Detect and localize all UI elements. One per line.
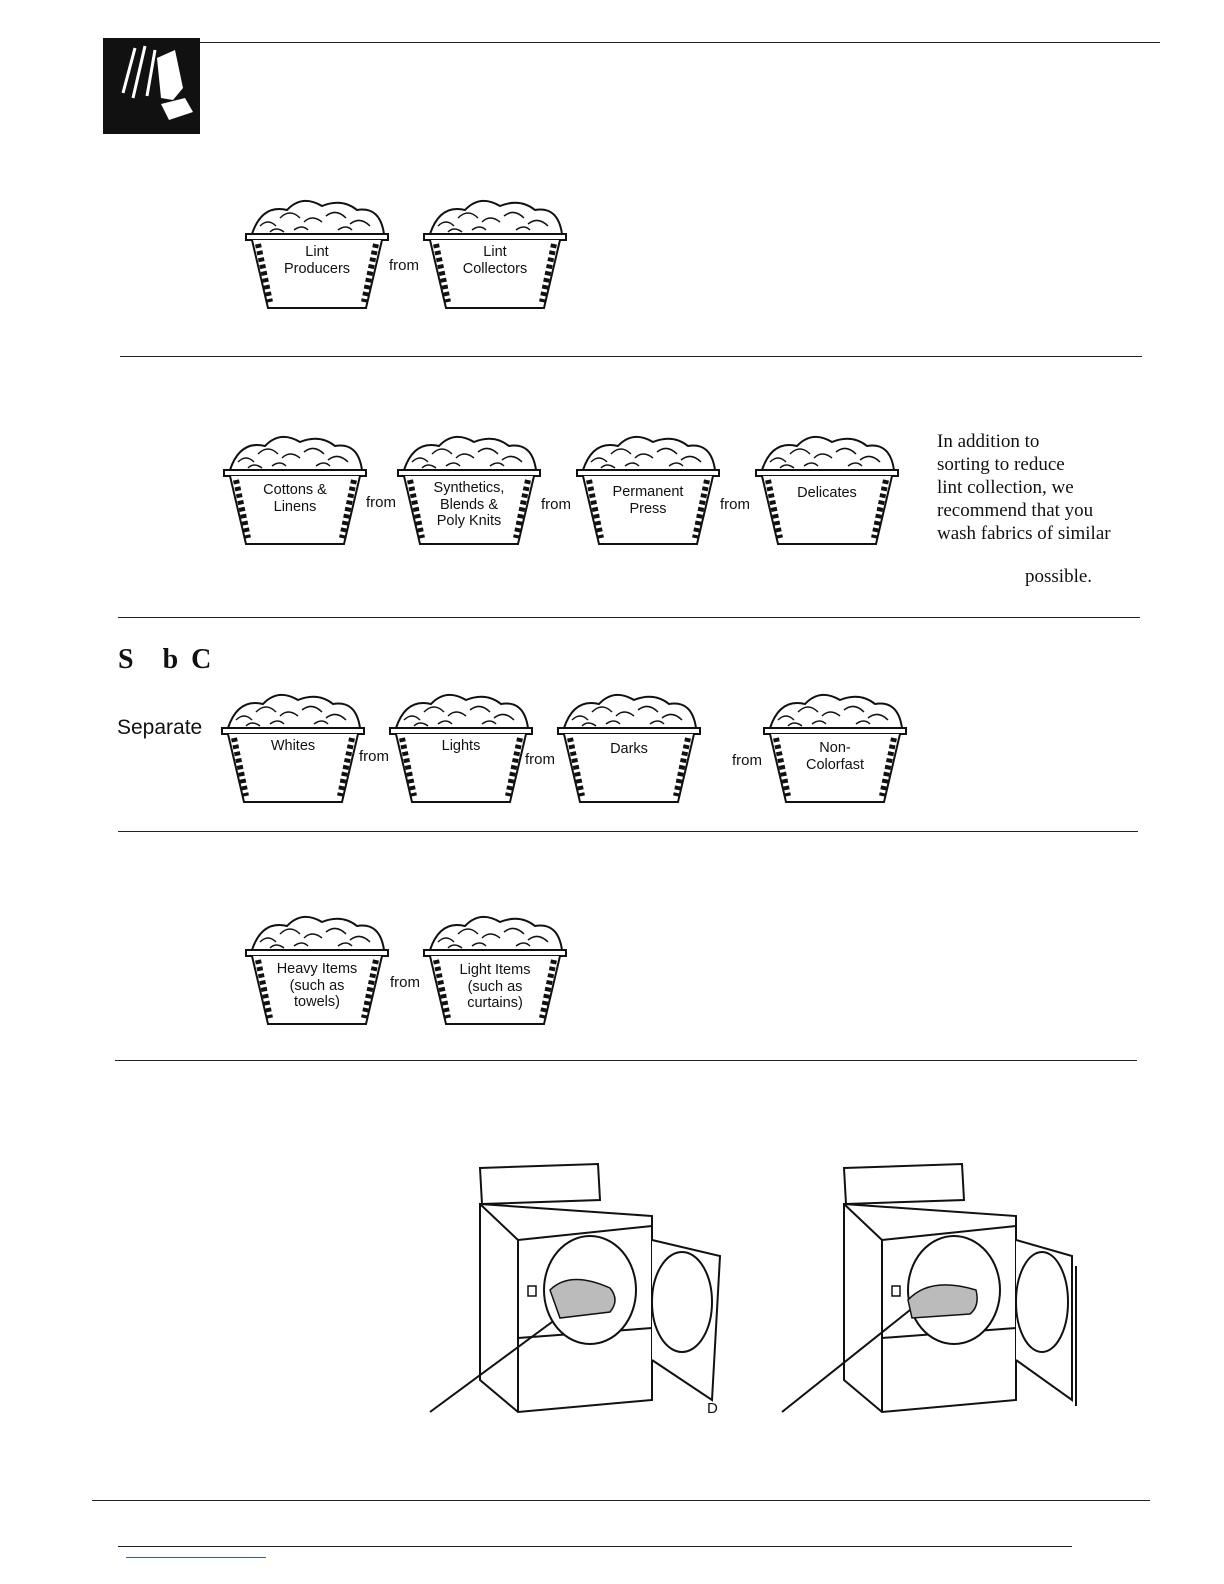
- basket-light-items: Light Items (such as curtains): [420, 912, 570, 1030]
- note-tail: possible.: [1025, 566, 1093, 587]
- footer-rule-bottom: [118, 1546, 1072, 1547]
- footer-rule: [92, 1500, 1150, 1501]
- hand-pressing-button-icon: [121, 45, 193, 120]
- basket-darks: Darks: [554, 690, 704, 808]
- basket-permanent-press: Permanent Press: [573, 432, 723, 550]
- basket-label: Cottons & Linens: [263, 482, 327, 515]
- basket-lint-collectors: Lint Collectors: [420, 196, 570, 314]
- from-label: from: [366, 494, 396, 511]
- basket-synthetics: Synthetics, Blends & Poly Knits: [394, 432, 544, 550]
- divider: [118, 617, 1140, 618]
- basket-lights: Lights: [386, 690, 536, 808]
- dryer-illustration-left: [429, 1162, 722, 1414]
- basket-label: Lint Producers: [283, 244, 351, 277]
- basket-delicates: Delicates: [752, 432, 902, 550]
- dryer-illustration-right: [781, 1162, 1077, 1414]
- basket-label: Whites: [270, 738, 316, 754]
- basket-label: Heavy Items (such as towels): [276, 961, 358, 1010]
- dryer-label: D: [707, 1400, 718, 1417]
- divider: [115, 1060, 1137, 1061]
- basket-non-colorfast: Non- Colorfast: [760, 690, 910, 808]
- from-label: from: [525, 751, 555, 768]
- from-label: from: [541, 496, 571, 513]
- divider: [118, 831, 1138, 832]
- basket-label: Lint Collectors: [462, 244, 528, 277]
- heading-letter: b: [162, 644, 179, 675]
- note-line: wash fabrics of similar: [937, 523, 1111, 544]
- basket-label: Synthetics, Blends & Poly Knits: [433, 480, 505, 529]
- note-line: recommend that you: [937, 500, 1094, 521]
- header-icon-box: [103, 38, 200, 134]
- from-label: from: [720, 496, 750, 513]
- from-label: from: [390, 974, 420, 991]
- footer-link-underline: [126, 1557, 266, 1558]
- basket-label: Delicates: [797, 485, 857, 501]
- from-label: from: [732, 752, 762, 769]
- note-line: sorting to reduce: [937, 454, 1065, 475]
- basket-cottons-linens: Cottons & Linens: [220, 432, 370, 550]
- basket-whites: Whites: [218, 690, 368, 808]
- section-heading: S b C: [118, 644, 211, 676]
- divider: [120, 356, 1142, 357]
- note-line: In addition to: [937, 431, 1040, 452]
- from-label: from: [359, 748, 389, 765]
- basket-label: Lights: [441, 738, 481, 754]
- heading-letter: C: [191, 644, 212, 675]
- basket-lint-producers: Lint Producers: [242, 196, 392, 314]
- from-label: from: [389, 257, 419, 274]
- basket-label: Permanent Press: [612, 484, 684, 517]
- basket-label: Light Items (such as curtains): [459, 962, 531, 1011]
- heading-letter: S: [118, 644, 134, 675]
- basket-label: Non- Colorfast: [805, 740, 865, 773]
- separate-label: Separate: [117, 716, 203, 739]
- header-rule: [200, 42, 1160, 43]
- basket-label: Darks: [610, 741, 648, 757]
- basket-heavy-items: Heavy Items (such as towels): [242, 912, 392, 1030]
- sorting-note: In addition to sorting to reduce lint co…: [937, 430, 1111, 545]
- note-line: lint collection, we: [937, 477, 1074, 498]
